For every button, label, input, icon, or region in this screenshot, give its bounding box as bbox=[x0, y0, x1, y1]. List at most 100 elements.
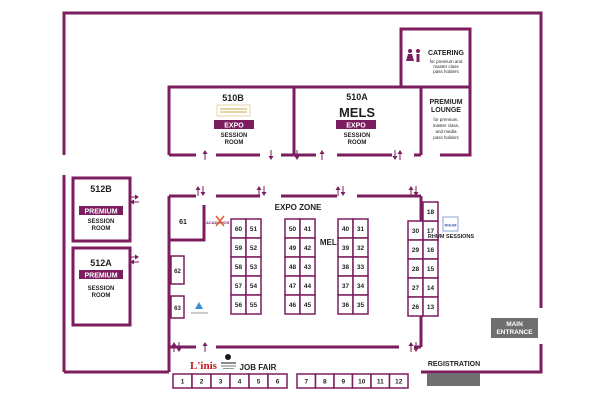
booth-number: 48 bbox=[289, 264, 297, 271]
main-entrance-line-1: MAIN bbox=[506, 321, 523, 328]
room-510a-type-1: SESSION bbox=[344, 133, 371, 139]
premium-badge-512a bbox=[79, 270, 123, 279]
booth-33[interactable]: 33 bbox=[352, 256, 369, 277]
booth-28[interactable]: 28 bbox=[407, 258, 424, 279]
booth-53[interactable]: 53 bbox=[245, 256, 262, 277]
booth-number: 16 bbox=[427, 247, 435, 254]
booth-1[interactable]: 1 bbox=[172, 373, 193, 389]
booth-8[interactable]: 8 bbox=[314, 373, 335, 389]
premium-lounge[interactable]: PREMIUM LOUNGE for premium, master class… bbox=[421, 85, 472, 157]
room-512b-label: 512B bbox=[90, 184, 112, 194]
room-510a[interactable]: 510A MELS EXPO SESSION ROOM bbox=[294, 85, 423, 157]
booth-48[interactable]: 48 bbox=[284, 256, 301, 277]
booth-number: 44 bbox=[304, 283, 312, 290]
booth-number: 5 bbox=[257, 378, 261, 385]
booth-42[interactable]: 42 bbox=[299, 237, 316, 258]
job-fair-label: JOB FAIR bbox=[240, 363, 277, 372]
booth-27[interactable]: 27 bbox=[407, 277, 424, 298]
booth-number: 12 bbox=[395, 378, 403, 385]
booth-6[interactable]: 6 bbox=[267, 373, 288, 389]
room-512a[interactable]: 512A PREMIUM SESSION ROOM bbox=[71, 246, 132, 327]
booth-number: 8 bbox=[323, 378, 327, 385]
booth-3[interactable]: 3 bbox=[210, 373, 231, 389]
booth-number: 38 bbox=[342, 264, 350, 271]
room-510b-type-1: SESSION bbox=[221, 133, 248, 139]
mels-logo-510a: MELS bbox=[339, 105, 375, 120]
booth-number: 40 bbox=[342, 226, 350, 233]
booth-63[interactable] bbox=[170, 295, 185, 319]
booth-41[interactable]: 41 bbox=[299, 218, 316, 239]
booth-number: 45 bbox=[304, 302, 312, 309]
booth-61-label[interactable]: 61 bbox=[179, 219, 187, 226]
booth-45[interactable]: 45 bbox=[299, 294, 316, 315]
booth-54[interactable]: 54 bbox=[245, 275, 262, 296]
booth-7[interactable]: 7 bbox=[296, 373, 317, 389]
booth-15[interactable]: 15 bbox=[422, 258, 439, 279]
outer-walls bbox=[62, 11, 543, 374]
booth-62[interactable] bbox=[170, 255, 185, 285]
booth-38[interactable]: 38 bbox=[337, 256, 354, 277]
booth-55[interactable]: 55 bbox=[245, 294, 262, 315]
booth-36[interactable]: 36 bbox=[337, 294, 354, 315]
booth-32[interactable]: 32 bbox=[352, 237, 369, 258]
booth-16[interactable]: 16 bbox=[422, 239, 439, 260]
booth-58[interactable]: 58 bbox=[230, 256, 247, 277]
booth-35[interactable]: 35 bbox=[352, 294, 369, 315]
booth-50[interactable]: 50 bbox=[284, 218, 301, 239]
booth-60[interactable]: 60 bbox=[230, 218, 247, 239]
booth-34[interactable]: 34 bbox=[352, 275, 369, 296]
room-510b[interactable]: 510B EXPO SESSION ROOM bbox=[167, 85, 296, 157]
booth-12[interactable]: 12 bbox=[388, 373, 409, 389]
booth-5[interactable]: 5 bbox=[248, 373, 269, 389]
registration-desk[interactable] bbox=[427, 373, 480, 386]
expresso-logo-icon bbox=[221, 354, 236, 369]
booth-number: 17 bbox=[427, 228, 435, 235]
booth-31[interactable]: 31 bbox=[352, 218, 369, 239]
booth-40[interactable]: 40 bbox=[337, 218, 354, 239]
booth-10[interactable]: 10 bbox=[351, 373, 372, 389]
booth-number: 30 bbox=[412, 228, 420, 235]
room-512b[interactable]: 512B PREMIUM SESSION ROOM bbox=[71, 176, 132, 243]
booth-number: 36 bbox=[342, 302, 350, 309]
booth-number: 47 bbox=[289, 283, 297, 290]
booth-51[interactable]: 51 bbox=[245, 218, 262, 239]
booth-11[interactable]: 11 bbox=[370, 373, 391, 389]
booth-18[interactable]: 18 bbox=[422, 201, 439, 222]
booth-37[interactable]: 37 bbox=[337, 275, 354, 296]
booth-56[interactable]: 56 bbox=[230, 294, 247, 315]
catering-room[interactable]: CATERING for premium and master class pa… bbox=[399, 27, 472, 87]
booth-46[interactable]: 46 bbox=[284, 294, 301, 315]
booth-number: 55 bbox=[250, 302, 258, 309]
lounge-title-2: LOUNGE bbox=[431, 107, 461, 114]
booth-29[interactable]: 29 bbox=[407, 239, 424, 260]
booth-14[interactable]: 14 bbox=[422, 277, 439, 298]
booth-number: 39 bbox=[342, 245, 350, 252]
booth-4[interactable]: 4 bbox=[229, 373, 250, 389]
booth-49[interactable]: 49 bbox=[284, 237, 301, 258]
booth-43[interactable]: 43 bbox=[299, 256, 316, 277]
booth-number: 37 bbox=[342, 283, 350, 290]
catering-line-1: for premium and bbox=[430, 59, 463, 64]
academos-logo-text: ACADEMOS bbox=[206, 220, 230, 225]
booth-9[interactable]: 9 bbox=[333, 373, 354, 389]
booth-number: 26 bbox=[412, 304, 420, 311]
booth-52[interactable]: 52 bbox=[245, 237, 262, 258]
booth-2[interactable]: 2 bbox=[191, 373, 212, 389]
booth-13[interactable]: 13 bbox=[422, 296, 439, 317]
booth-39[interactable]: 39 bbox=[337, 237, 354, 258]
lounge-line-1: for premium, bbox=[433, 117, 458, 122]
mels-label: MELS bbox=[320, 238, 343, 247]
premium-badge-512b bbox=[79, 206, 123, 215]
booth-44[interactable]: 44 bbox=[299, 275, 316, 296]
booth-30[interactable]: 30 bbox=[407, 220, 424, 241]
catering-line-3: pass holders bbox=[433, 69, 459, 74]
booth-59[interactable]: 59 bbox=[230, 237, 247, 258]
booth-26[interactable]: 26 bbox=[407, 296, 424, 317]
booth-47[interactable]: 47 bbox=[284, 275, 301, 296]
booth-number: 3 bbox=[219, 378, 223, 385]
booth-number: 51 bbox=[250, 226, 258, 233]
booth-57[interactable]: 57 bbox=[230, 275, 247, 296]
main-entrance[interactable] bbox=[491, 318, 538, 338]
catering-title: CATERING bbox=[428, 50, 465, 57]
booth-number: 46 bbox=[289, 302, 297, 309]
